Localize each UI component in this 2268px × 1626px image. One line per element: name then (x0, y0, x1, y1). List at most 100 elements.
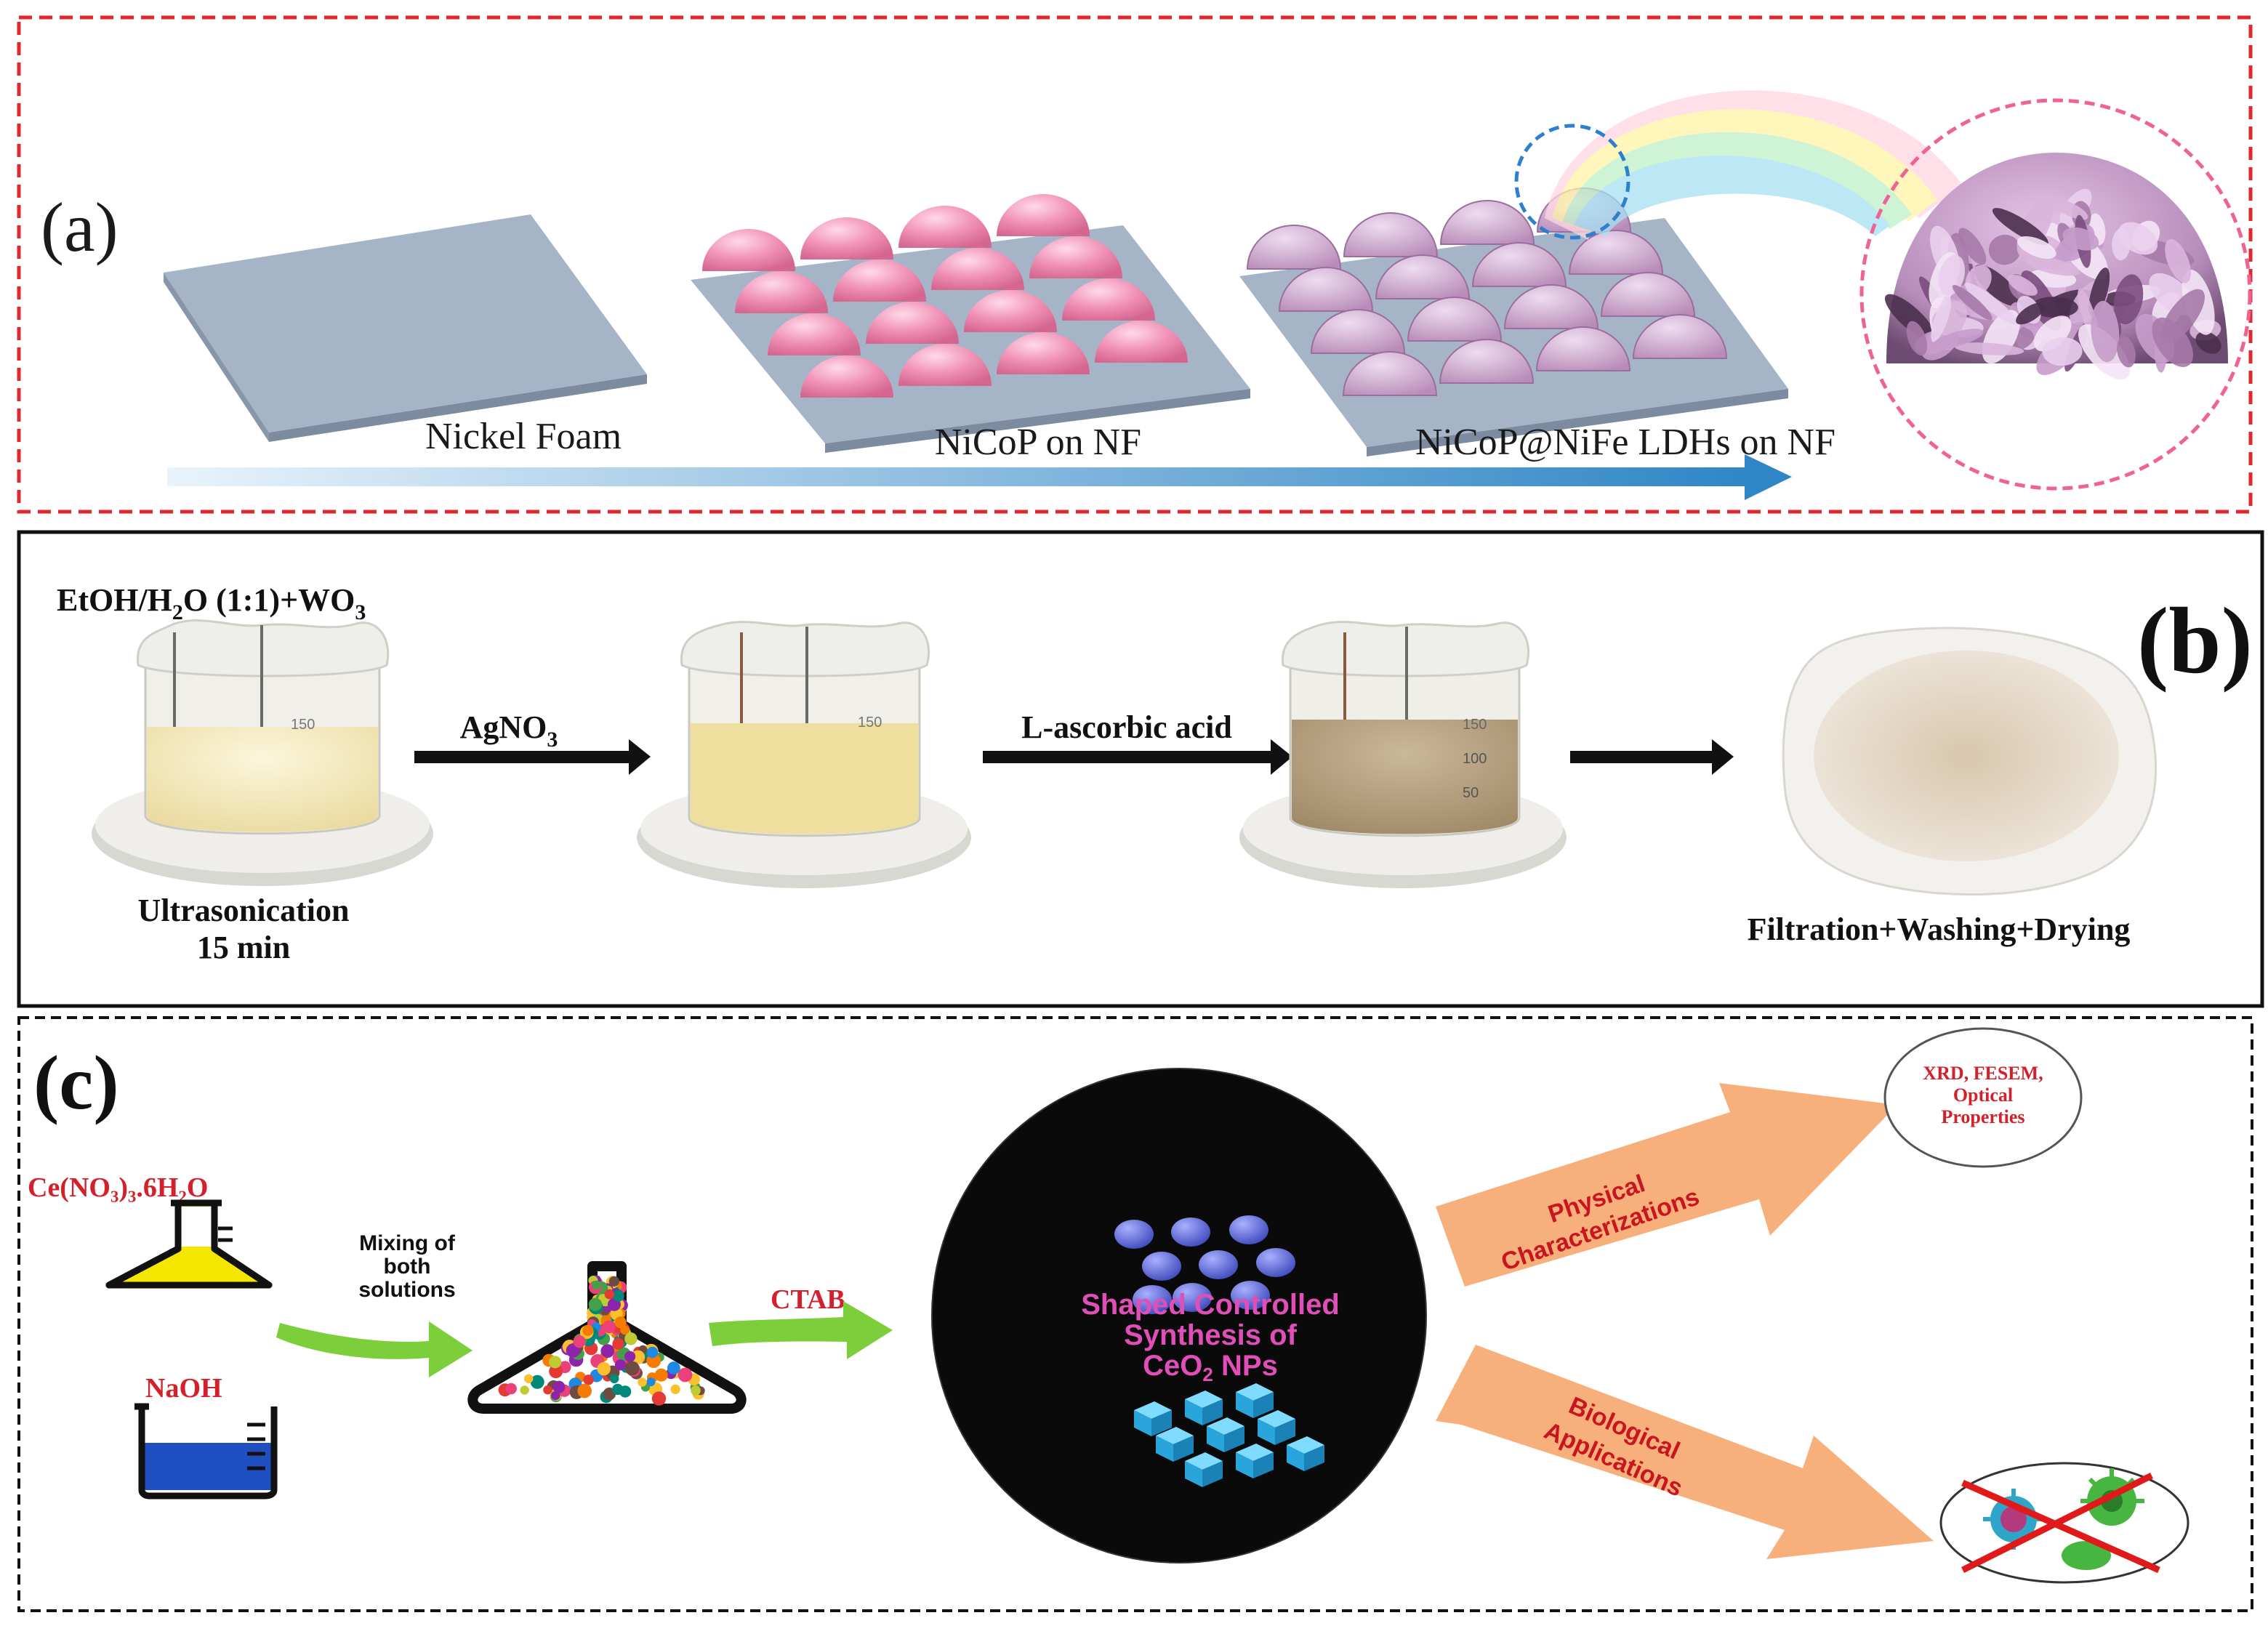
bead (638, 1377, 647, 1387)
characterization-bubble: XRD, FESEM, Optical Properties (1883, 1027, 2083, 1168)
bead (505, 1382, 517, 1395)
arrow-agno3 (414, 739, 651, 775)
lavender-sphere (1246, 225, 1342, 270)
lavender-sphere (1503, 284, 1599, 329)
nanosheet-flake (1958, 228, 1987, 265)
nanosheet-flake (2017, 236, 2056, 259)
pink-sphere (997, 332, 1090, 374)
precursor-naoh: NaOH (145, 1373, 222, 1404)
nicop-plate (691, 194, 1250, 453)
nanosheet-flake (1931, 296, 1952, 342)
panel-a: (a) (17, 15, 2253, 514)
no-pathogens-icon (1939, 1462, 2189, 1584)
lavender-sphere (1535, 326, 1631, 371)
pink-sphere (735, 271, 828, 313)
nanosheet-flake (2030, 297, 2078, 318)
nanocube-top (1258, 1410, 1295, 1428)
synthesis-circle: Shaped Controlled Synthesis of CeO2 NPs (931, 1068, 1427, 1563)
arrow-filtration (1570, 739, 1734, 775)
pink-sphere (964, 290, 1057, 332)
nanosheet-flake (1954, 342, 2024, 355)
bead (588, 1297, 603, 1311)
bead (603, 1320, 616, 1334)
mixing-line2: both (384, 1255, 431, 1279)
nanocube-top (1185, 1390, 1223, 1408)
bead (608, 1276, 620, 1287)
nanosphere (1173, 1283, 1212, 1312)
pink-sphere (1095, 321, 1188, 363)
beaker-yellow-suspension: 150 (637, 621, 971, 888)
bead (677, 1367, 693, 1382)
nanosphere (1231, 1281, 1270, 1310)
step1-line1: Ultrasonication (138, 893, 350, 928)
mixing-line3: solutions (358, 1278, 455, 1302)
nanosheet-flake (1938, 254, 1966, 296)
nanocube-left (1236, 1392, 1253, 1418)
mixing-arrow (276, 1321, 472, 1377)
char-line3: Properties (1941, 1106, 2024, 1127)
pink-sphere (833, 259, 926, 302)
nanocube-left (1258, 1419, 1275, 1445)
bead (646, 1377, 656, 1387)
lavender-sphere (1343, 212, 1439, 257)
nanocube-right (1202, 1399, 1223, 1425)
solvent-label: EtOH/H2O (1:1)+WO3 (57, 582, 366, 624)
nanosheet-flake (1992, 208, 2048, 246)
surfactant-ctab: CTAB (771, 1284, 845, 1315)
nanosheet-flake (1931, 329, 1984, 350)
nicop-nife-plate (1239, 188, 1788, 456)
pink-sphere (898, 206, 992, 248)
nanosheet-flake (2050, 198, 2088, 220)
panel-c: (c) Ce(NO₃)₃.6H₂O Mixing of both solutio… (17, 1016, 2253, 1612)
lavender-sphere (1310, 309, 1406, 354)
panel-b: EtOH/H2O (1:1)+WO3 (b) 150 Ultrasonicati… (17, 530, 2264, 1008)
lavender-sphere (1439, 200, 1535, 245)
bead (667, 1361, 680, 1375)
nanocube-top (1287, 1436, 1324, 1454)
lavender-sphere (1600, 272, 1696, 317)
pink-sphere (1062, 278, 1155, 321)
arrow-ascorbic-acid (983, 739, 1292, 775)
nanocube-right (1304, 1445, 1324, 1471)
pink-sphere (768, 313, 861, 355)
nanosheet-flake (1906, 321, 1928, 356)
center-line1: Shaped Controlled (1081, 1289, 1340, 1321)
bead (612, 1337, 624, 1350)
nanosheet-flake (1964, 282, 2018, 325)
ctab-arrow (709, 1301, 893, 1359)
step1-line2: 15 min (197, 930, 290, 965)
nanocube-right (1224, 1426, 1244, 1452)
process-flow-arrow (167, 454, 1792, 500)
bead (620, 1325, 630, 1335)
pink-sphere (702, 229, 795, 271)
pink-sphere (800, 217, 893, 259)
nanocube-left (1185, 1461, 1202, 1487)
char-line1: XRD, FESEM, (1923, 1063, 2043, 1084)
bead (654, 1368, 668, 1382)
bead (624, 1361, 640, 1376)
stage-label-nicop: NiCoP on NF (935, 422, 1141, 463)
panel-b-border (17, 530, 2264, 1008)
pink-sphere (866, 302, 959, 344)
panel-c-border (17, 1016, 2253, 1612)
nanosheet-flake (2113, 274, 2144, 325)
nanocube-right (1253, 1392, 1274, 1418)
zoom-source-circle (1514, 124, 1630, 240)
bead (619, 1385, 632, 1398)
bead (651, 1391, 667, 1406)
nanosheet-flake (2016, 302, 2045, 325)
bead (612, 1289, 624, 1302)
pink-sphere (997, 194, 1090, 236)
bead (552, 1380, 566, 1393)
nanosheet-flake (1988, 234, 2021, 265)
bead (624, 1351, 636, 1362)
nanosphere (1133, 1285, 1172, 1314)
pink-sphere (800, 355, 893, 398)
nanosheet-flake (2088, 267, 2110, 317)
nanosheet-flake (2091, 301, 2120, 363)
reagent-agno3: AgNO3 (460, 709, 558, 752)
nanocube-right (1202, 1461, 1223, 1487)
nanocube-left (1236, 1452, 1253, 1478)
nanosheet-flake (1952, 285, 1992, 321)
nanosphere (1229, 1215, 1268, 1244)
